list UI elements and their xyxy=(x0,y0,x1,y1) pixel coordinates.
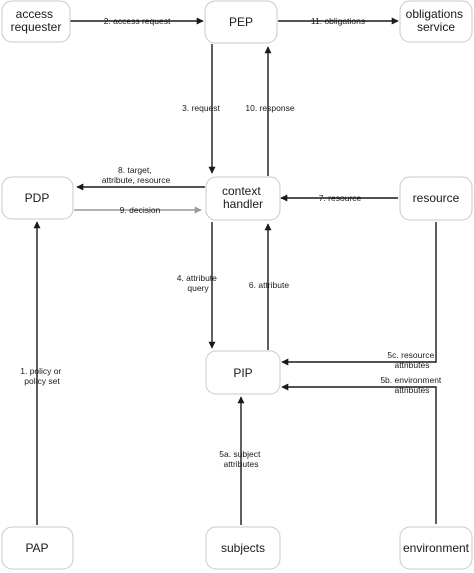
node-environment-label: environment xyxy=(403,541,470,555)
node-pep-label: PEP xyxy=(229,15,253,29)
edge-label-resource: 7. resource xyxy=(319,193,362,203)
node-subjects: subjects xyxy=(205,526,281,570)
node-obligations-service-label: obligations service xyxy=(406,7,467,34)
node-obligations-service: obligations service xyxy=(399,0,473,43)
edge-resource-attributes xyxy=(281,222,437,366)
edge-label-attribute-query: 4. attribute query xyxy=(177,273,220,293)
edge-label-response: 10. response xyxy=(245,103,294,113)
edge-label-target-attribute-resource: 8. target, attribute, resource xyxy=(102,165,171,185)
edge-label-environment-attributes: 5b. environment attributes xyxy=(380,375,443,395)
node-pap: PAP xyxy=(1,526,74,570)
edge-label-policy-or-policy-set: 1. policy or policy set xyxy=(20,366,63,386)
node-pep: PEP xyxy=(204,0,278,44)
edge-label-decision: 9. decision xyxy=(120,205,161,215)
node-subjects-label: subjects xyxy=(221,541,265,555)
edge-label-access-request: 2. access request xyxy=(104,16,171,26)
node-pap-label: PAP xyxy=(25,541,48,555)
edge-label-resource-attributes: 5c. resource attributes xyxy=(387,350,436,370)
node-context-handler: context handler xyxy=(205,176,281,221)
edge-labels: 2. access request 11. obligations 3. req… xyxy=(20,16,443,469)
node-resource: resource xyxy=(399,176,473,221)
edges xyxy=(33,17,437,525)
edge-label-attribute: 6. attribute xyxy=(249,280,289,290)
edge-label-obligations: 11. obligations xyxy=(311,16,365,26)
node-access-requester-label: access requester xyxy=(11,7,62,34)
edge-label-request: 3. request xyxy=(182,103,220,113)
node-resource-label: resource xyxy=(413,191,460,205)
node-context-handler-label: context handler xyxy=(222,184,264,211)
node-pip-label: PIP xyxy=(233,366,252,380)
node-pip: PIP xyxy=(205,350,281,395)
node-pdp: PDP xyxy=(1,176,74,220)
edge-environment-attributes xyxy=(281,383,437,524)
node-access-requester: access requester xyxy=(1,0,71,43)
node-pdp-label: PDP xyxy=(25,191,50,205)
edge-label-subject-attributes: 5a. subject attributes xyxy=(219,449,263,469)
node-environment: environment xyxy=(399,526,473,570)
